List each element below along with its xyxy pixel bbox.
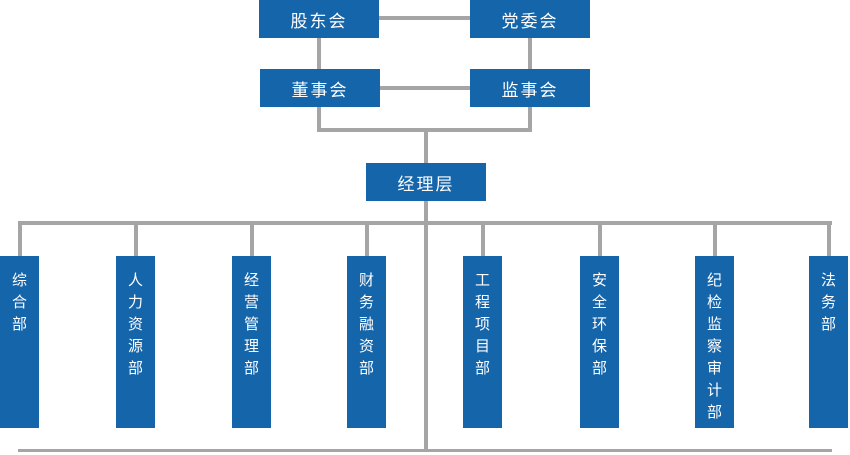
connector-bracket-right-v [528, 107, 532, 132]
dept-label: 人力资源部 [127, 271, 143, 377]
connector-management-drop-v [424, 200, 428, 225]
node-supervisory-board: 监事会 [470, 69, 590, 107]
node-label: 党委会 [501, 11, 559, 32]
dept-label: 纪检监察审计部 [706, 271, 722, 421]
dept-business-management: 经营管理部 [232, 256, 271, 428]
connector-dept-stub-4 [365, 225, 369, 256]
node-party-committee: 党委会 [470, 0, 590, 38]
dept-human-resources: 人力资源部 [116, 256, 155, 428]
connector-dept-stub-7 [713, 225, 717, 256]
connector-bottom-h [18, 449, 832, 452]
node-shareholders-meeting: 股东会 [259, 0, 379, 38]
node-management-team: 经理层 [366, 163, 486, 201]
dept-label: 法务部 [820, 271, 836, 333]
node-label: 经理层 [397, 174, 455, 195]
connector-bracket-to-management-v [424, 128, 428, 163]
dept-finance-financing: 财务融资部 [347, 256, 386, 428]
connector-dept-stub-2 [134, 225, 138, 256]
node-label: 监事会 [501, 80, 559, 101]
connector-shareholders-board-v [317, 37, 321, 69]
dept-label: 安全环保部 [591, 271, 607, 377]
connector-dept-stub-5 [481, 225, 485, 256]
connector-central-v [424, 221, 428, 452]
node-board-of-directors: 董事会 [260, 69, 380, 107]
dept-discipline-supervision-audit: 纪检监察审计部 [695, 256, 734, 428]
dept-label: 综合部 [11, 271, 27, 333]
connector-dept-stub-6 [598, 225, 602, 256]
connector-board-supervisory-h [380, 86, 470, 90]
dept-label: 工程项目部 [474, 271, 490, 377]
node-label: 股东会 [290, 11, 348, 32]
dept-label: 财务融资部 [358, 271, 374, 377]
connector-dept-stub-8 [827, 225, 831, 256]
dept-safety-environment: 安全环保部 [580, 256, 619, 428]
connector-dept-stub-3 [250, 225, 254, 256]
connector-shareholders-party-h [378, 16, 470, 20]
connector-party-supervisory-v [528, 37, 532, 69]
dept-label: 经营管理部 [243, 271, 259, 377]
dept-legal-affairs: 法务部 [809, 256, 848, 428]
dept-general-affairs: 综合部 [0, 256, 39, 428]
node-label: 董事会 [291, 80, 349, 101]
connector-bracket-left-v [317, 107, 321, 132]
connector-dept-stub-1 [18, 225, 22, 256]
dept-engineering-projects: 工程项目部 [463, 256, 502, 428]
